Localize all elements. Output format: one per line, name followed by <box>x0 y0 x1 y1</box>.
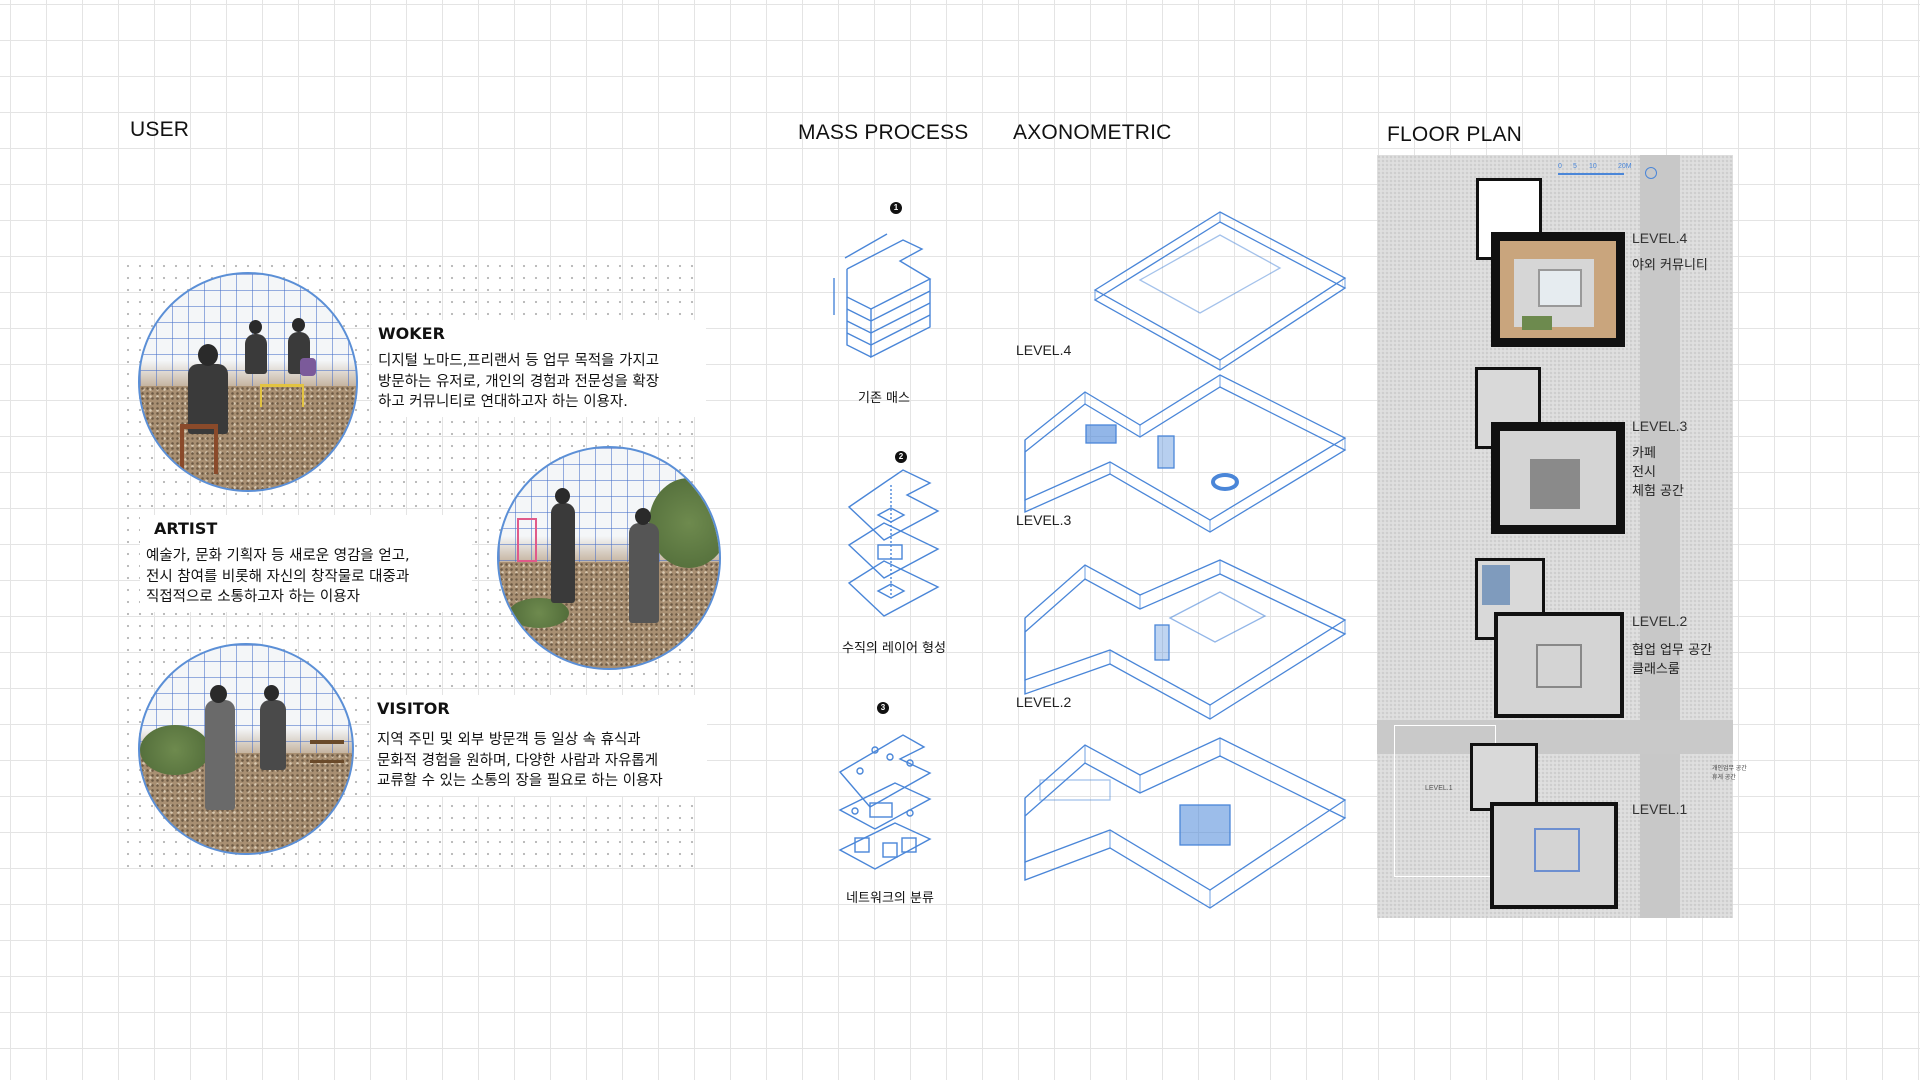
axo-level-3 <box>1024 374 1347 533</box>
level4-plan <box>1491 232 1625 347</box>
persona-description: 지역 주민 및 외부 방문객 등 일상 속 휴식과 문화적 경험을 원하며, 다… <box>377 732 663 789</box>
fp-level-3-label: LEVEL.3 <box>1632 418 1688 434</box>
axo-level-1 <box>1024 737 1347 909</box>
persona-visitor: VISITOR 지역 주민 및 외부 방문객 등 일상 속 휴식과 문화적 경험… <box>371 695 707 796</box>
persona-description: 예술가, 문화 기획자 등 새로운 영감을 얻고, 전시 참여를 비롯해 자신의… <box>146 548 410 605</box>
existing-mass-diagram <box>833 233 932 359</box>
persona-name: VISITOR <box>377 699 450 718</box>
step-marker-3: 3 <box>877 702 889 714</box>
axo-level-2 <box>1024 559 1347 720</box>
worker-illustration <box>138 272 358 492</box>
level1-annex-plan <box>1470 743 1538 811</box>
axo-level-2-label: LEVEL.2 <box>1016 694 1072 710</box>
fp-level-2-note: 협업 업무 공간 클래스룸 <box>1632 643 1713 677</box>
level1-plan <box>1490 802 1618 909</box>
fp-level-3-note: 카페 전시 체험 공간 <box>1632 446 1684 499</box>
level3-plan <box>1491 422 1625 534</box>
fp-level-1-label: LEVEL.1 <box>1632 801 1688 817</box>
step-marker-1: 1 <box>890 202 902 214</box>
north-arrow-icon <box>1645 167 1657 179</box>
fp-level-2-label: LEVEL.2 <box>1632 613 1688 629</box>
scale-tick: 5 <box>1573 163 1577 170</box>
road <box>1640 155 1680 918</box>
visitor-illustration <box>138 643 354 855</box>
site-level-1-label: LEVEL.1 <box>1425 785 1453 792</box>
side-note: 개인업무 공간 휴게 공간 <box>1712 766 1747 781</box>
persona-name: WOKER <box>378 324 445 343</box>
scale-tick: 20M <box>1618 163 1632 170</box>
persona-description: 디지털 노마드,프리랜서 등 업무 목적을 가지고 방문하는 유저로, 개인의 … <box>378 353 660 410</box>
mass-process-diagrams <box>833 233 940 870</box>
axo-level-3-label: LEVEL.3 <box>1016 512 1072 528</box>
artist-illustration <box>497 446 721 670</box>
scale-tick: 10 <box>1589 163 1597 170</box>
persona-worker: WOKER 디지털 노마드,프리랜서 등 업무 목적을 가지고 방문하는 유저로… <box>372 320 706 417</box>
axonometric-drawings <box>1024 211 1347 909</box>
step-label-2: 수직의 레이어 형성 <box>842 641 946 656</box>
step-label-3: 네트워크의 분류 <box>846 891 934 906</box>
persona-name: ARTIST <box>154 519 218 538</box>
section-title-floor-plan: FLOOR PLAN <box>1387 123 1523 146</box>
persona-artist: ARTIST 예술가, 문화 기획자 등 새로운 영감을 얻고, 전시 참여를 … <box>140 515 472 612</box>
section-title-user: USER <box>130 118 190 141</box>
scale-tick: 0 <box>1558 163 1562 170</box>
level2-plan <box>1494 612 1624 718</box>
fp-level-4-label: LEVEL.4 <box>1632 230 1688 246</box>
step-label-1: 기존 매스 <box>858 391 910 406</box>
section-title-mass-process: MASS PROCESS <box>798 121 969 144</box>
fp-level-4-note: 야외 커뮤니티 <box>1632 258 1708 273</box>
step-marker-2: 2 <box>895 451 907 463</box>
network-classification-diagram <box>838 734 932 870</box>
vertical-layer-diagram <box>847 469 940 617</box>
axo-level-4 <box>1093 211 1347 371</box>
section-title-axonometric: AXONOMETRIC <box>1013 121 1172 144</box>
axo-level-4-label: LEVEL.4 <box>1016 342 1072 358</box>
